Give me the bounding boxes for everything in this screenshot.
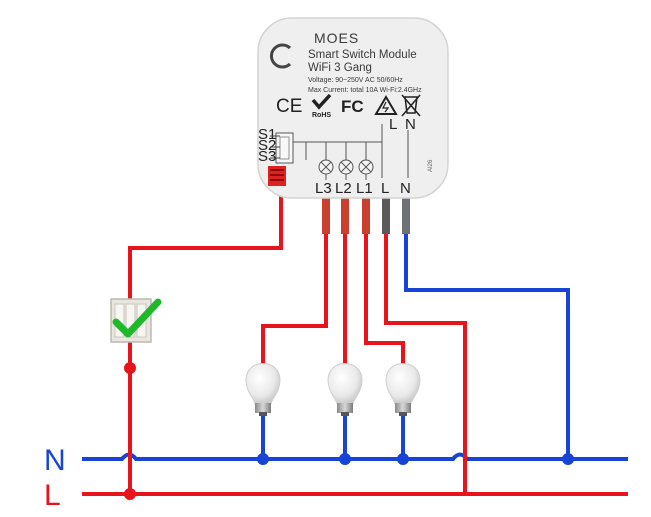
check-mark-icon — [112, 298, 162, 338]
switch-input-s1: S1 — [258, 126, 276, 143]
switch-input-s2: S2 — [258, 137, 276, 154]
brand-name: MOES — [314, 30, 359, 46]
live-bus-label: L — [44, 479, 61, 512]
module-neutral-dot — [562, 453, 574, 465]
moes-logo-icon — [270, 43, 292, 69]
rohs-check-icon: RoHS — [311, 93, 331, 119]
terminal-l: L — [381, 180, 389, 197]
spec-current: Max Current: total 10A Wi-Fi:2.4GHz — [308, 87, 422, 94]
live-bus-junction-dot — [124, 488, 136, 500]
fcc-mark-icon: FC — [341, 97, 364, 116]
switch-input-s3: S3 — [258, 148, 276, 165]
weee-bin-icon — [401, 94, 421, 117]
terminal-n: N — [400, 180, 411, 197]
terminal-l2: L2 — [335, 180, 352, 197]
bulb-icon — [327, 363, 363, 416]
rohs-label: RoHS — [312, 112, 331, 119]
bulb3-neutral-dot — [397, 453, 409, 465]
bulb1-neutral-dot — [257, 453, 269, 465]
top-terminal-l: L — [389, 116, 397, 133]
module-title-line2: WiFi 3 Gang — [308, 62, 372, 74]
terminal-l1: L1 — [356, 180, 373, 197]
module-title-line1: Smart Switch Module — [308, 49, 417, 61]
bulb-icon — [385, 363, 421, 416]
wire-stubs — [322, 198, 410, 234]
bulb-icon — [245, 363, 281, 416]
switch-module: MOES Smart Switch Module WiFi 3 Gang Vol… — [257, 17, 449, 199]
neutral-bus-label: N — [44, 444, 66, 477]
switch-junction-dot — [124, 362, 136, 374]
switch-connector — [268, 166, 286, 186]
top-terminal-n: N — [405, 116, 416, 133]
live-wires — [128, 186, 467, 494]
model-code: AI26 — [428, 159, 434, 172]
neutral-bus — [82, 452, 628, 461]
neutral-wires — [261, 200, 570, 459]
terminal-l3: L3 — [315, 180, 332, 197]
ce-mark-icon: CE — [276, 96, 302, 117]
spec-voltage: Voltage: 90~250V AC 50/60Hz — [308, 77, 403, 84]
bulb2-neutral-dot — [339, 453, 351, 465]
warning-icon — [374, 95, 398, 115]
